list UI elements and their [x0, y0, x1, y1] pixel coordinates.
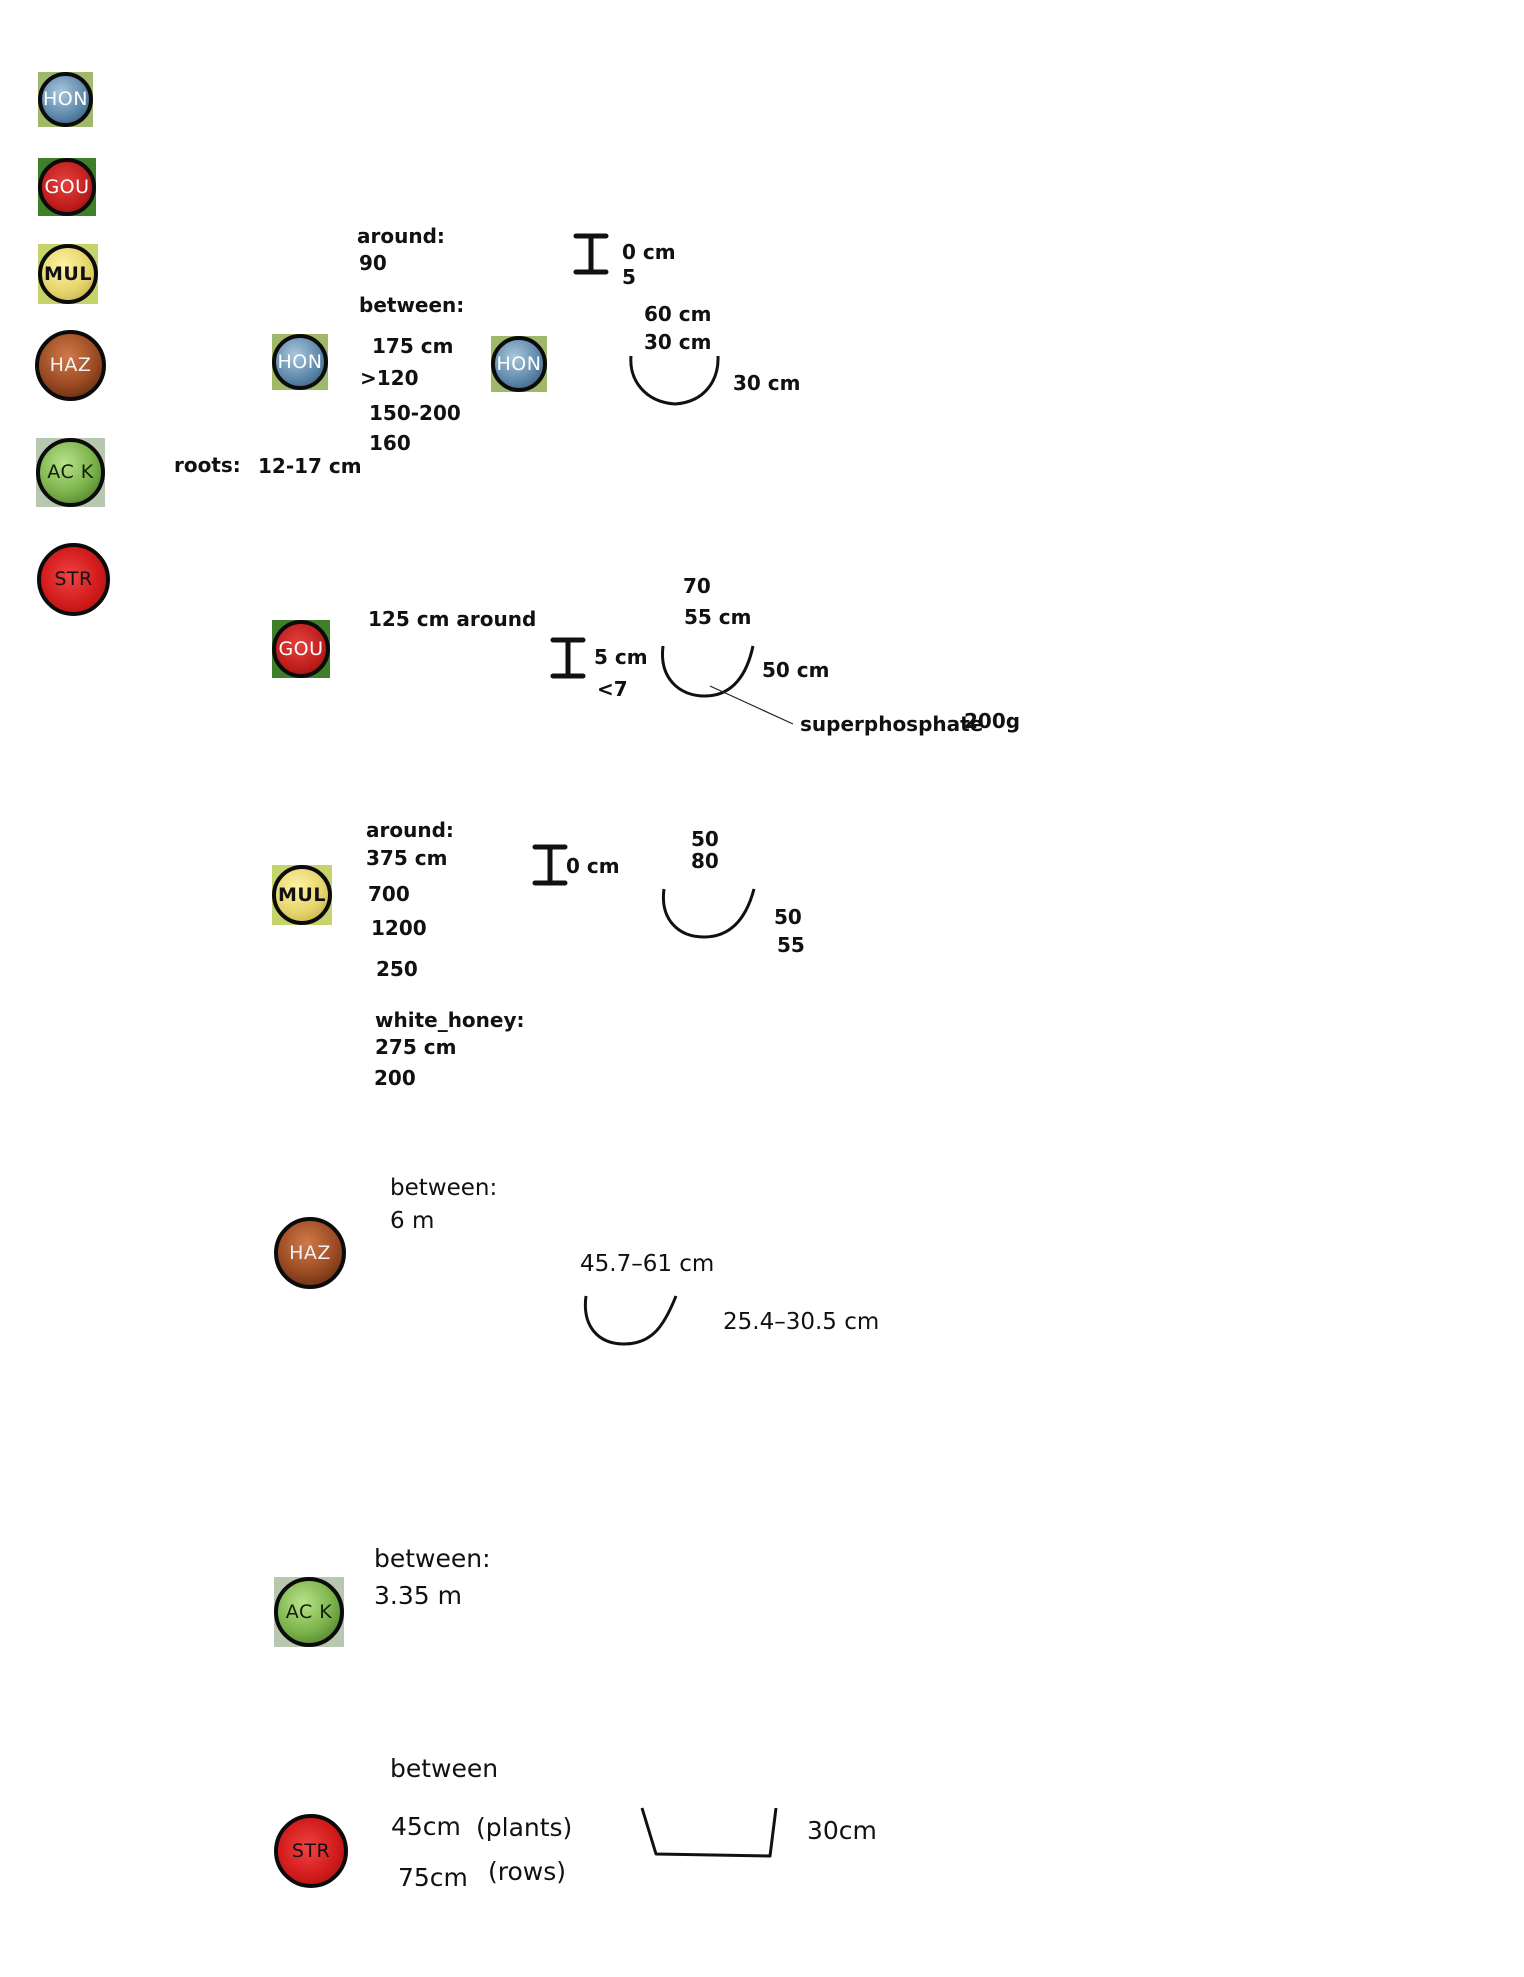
str-between-label: between: [390, 1754, 499, 1783]
ack-between-label: between:: [374, 1544, 491, 1573]
haz-between-label: between:: [390, 1175, 498, 1201]
str-plants-value: 45cm: [391, 1812, 461, 1841]
hon-hole-depth: 30 cm: [733, 371, 801, 395]
hon-icon-1-label: HON: [277, 350, 323, 373]
honeyberry-icon: HON: [491, 336, 547, 392]
planting-trench-icon: [640, 1807, 778, 1858]
mul-white-honey-value-2: 200: [374, 1066, 416, 1090]
str-plants-label: (plants): [476, 1813, 573, 1842]
mul-hole-width-2: 80: [691, 849, 719, 873]
gou-hole-depth: 50 cm: [762, 658, 830, 682]
mul-around-label: around:: [366, 818, 454, 842]
hon-between-label: between:: [359, 293, 465, 317]
hon-hole-width-2: 30 cm: [644, 330, 712, 354]
hon-between-value-3: 150-200: [369, 401, 461, 425]
planting-depth-icon: [550, 637, 586, 679]
haz-hole-depth: 25.4–30.5 cm: [723, 1309, 880, 1335]
legend-ack-label: AC K: [47, 461, 94, 483]
planting-depth-icon: [532, 844, 568, 886]
mul-hole-depth-2: 55: [777, 933, 805, 957]
mul-around-value-4: 250: [376, 957, 418, 981]
hon-between-value-1: 175 cm: [372, 334, 454, 358]
mul-depth: 0 cm: [566, 854, 620, 878]
gooseberry-icon: GOU: [38, 158, 96, 216]
mulberry-icon: MUL: [272, 865, 332, 925]
gou-hole-width-1: 70: [683, 574, 711, 598]
planting-hole-icon: [661, 645, 794, 725]
gou-around: 125 cm around: [368, 607, 537, 631]
mul-around-value-1: 375 cm: [366, 846, 448, 870]
honeyberry-icon: HON: [272, 334, 328, 390]
str-rows-value: 75cm: [398, 1863, 468, 1892]
ackee-icon: AC K: [274, 1577, 344, 1647]
gooseberry-icon: GOU: [272, 620, 330, 678]
mulberry-icon: MUL: [38, 244, 98, 304]
hon-around-value: 90: [359, 251, 387, 275]
gou-depth-1: 5 cm: [594, 645, 648, 669]
mul-white-honey-label: white_honey:: [375, 1008, 525, 1032]
hon-depth-1: 0 cm: [622, 240, 676, 264]
legend-mul-label: MUL: [44, 262, 92, 285]
honeyberry-icon: HON: [38, 72, 93, 127]
ack-icon-label: AC K: [285, 1600, 333, 1623]
legend-str-label: STR: [54, 568, 93, 590]
gou-fertilizer-amount: 200g: [964, 709, 1021, 733]
hon-roots-value: 12-17 cm: [258, 454, 362, 478]
planting-depth-icon: [573, 233, 609, 275]
ackee-icon: AC K: [36, 438, 105, 507]
haz-between-value: 6 m: [390, 1208, 435, 1234]
hon-around-label: around:: [357, 224, 445, 248]
strawberry-icon: STR: [37, 543, 110, 616]
mul-white-honey-value-1: 275 cm: [375, 1035, 457, 1059]
strawberry-icon: STR: [274, 1814, 348, 1888]
planting-hole-icon: [661, 888, 756, 939]
haz-icon-label: HAZ: [289, 1241, 331, 1264]
str-rows-label: (rows): [488, 1857, 567, 1886]
planting-hole-icon: [583, 1295, 678, 1346]
hazelnut-icon: HAZ: [35, 330, 106, 401]
hon-depth-2: 5: [622, 265, 636, 289]
gou-depth-2: <7: [597, 677, 628, 701]
gou-hole-width-2: 55 cm: [684, 605, 752, 629]
legend-haz-label: HAZ: [49, 354, 92, 376]
str-hole-depth: 30cm: [807, 1816, 877, 1845]
hon-between-value-2: >120: [360, 366, 419, 390]
gou-fertilizer-name: superphosphate: [800, 712, 984, 736]
gou-icon-label: GOU: [278, 637, 324, 660]
mul-hole-width-1: 50: [691, 827, 719, 851]
ack-between-value: 3.35 m: [374, 1581, 462, 1610]
str-icon-label: STR: [291, 1839, 331, 1862]
mul-around-value-2: 700: [368, 882, 410, 906]
mul-icon-label: MUL: [278, 883, 326, 906]
hazelnut-icon: HAZ: [274, 1217, 346, 1289]
planting-hole-icon: [629, 355, 720, 406]
hon-hole-width-1: 60 cm: [644, 302, 712, 326]
hon-roots-label: roots:: [174, 453, 241, 477]
legend-gou-label: GOU: [44, 175, 90, 198]
mul-hole-depth-1: 50: [774, 905, 802, 929]
hon-icon-2-label: HON: [496, 352, 542, 375]
mul-around-value-3: 1200: [371, 916, 427, 940]
hon-between-value-4: 160: [369, 431, 411, 455]
legend-hon-label: HON: [43, 88, 88, 110]
haz-hole-width: 45.7–61 cm: [580, 1251, 715, 1277]
